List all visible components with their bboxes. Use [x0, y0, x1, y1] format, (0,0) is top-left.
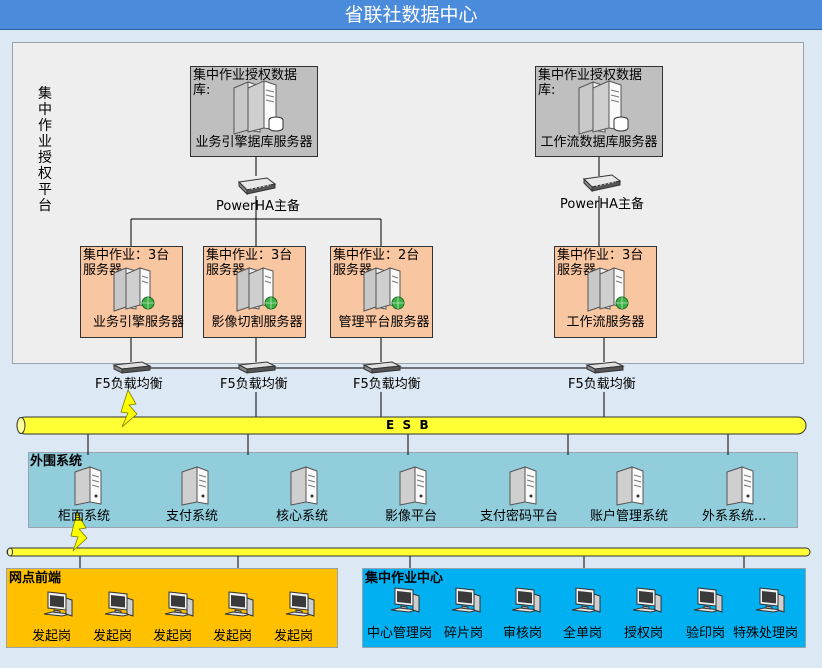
f5-label-1: F5负载均衡 [95, 377, 163, 392]
workstation-icon [161, 590, 195, 628]
lan-bar [6, 547, 811, 557]
page-title: 省联社数据中心 [0, 0, 822, 30]
switch-icon [582, 173, 622, 197]
workstation-icon [40, 590, 74, 628]
branch-title: 网点前端 [9, 571, 62, 586]
db-left-title: 集中作业授权数据 库: [193, 68, 298, 98]
powerha-right-label: PowerHA主备 [560, 197, 644, 212]
f5-label-4: F5负载均衡 [568, 377, 636, 392]
server-caption-image: 影像切割服务器 [211, 315, 303, 330]
app-server-icon [360, 265, 412, 317]
database-server-icon [575, 80, 633, 140]
workstation-icon [568, 586, 602, 624]
system-server-icon [288, 466, 320, 510]
switch-icon [237, 176, 277, 200]
system-server-icon [397, 466, 429, 510]
app-server-icon [233, 265, 285, 317]
platform-label: 集 中 作 业 授 权 平 台 [38, 86, 52, 214]
branch-post-label: 发起岗 [93, 629, 133, 644]
center-post-label: 全单岗 [563, 626, 603, 641]
system-label-paycode: 支付密码平台 [480, 509, 559, 524]
server-caption-workflow: 工作流服务器 [566, 315, 645, 330]
system-label-payment: 支付系统 [166, 509, 219, 524]
system-server-icon [179, 466, 211, 510]
f5-label-3: F5负载均衡 [353, 377, 421, 392]
workstation-icon [508, 586, 542, 624]
lightning-icon [120, 389, 138, 428]
workstation-icon [448, 586, 482, 624]
peripheral-title: 外围系统 [30, 454, 83, 469]
branch-post-label: 发起岗 [153, 629, 193, 644]
system-server-icon [72, 466, 104, 510]
load-balancer-icon [112, 360, 152, 379]
workstation-icon [221, 590, 255, 628]
server-caption-mgmt: 管理平台服务器 [338, 315, 430, 330]
workstation-icon [752, 586, 786, 624]
system-label-account: 账户管理系统 [590, 509, 669, 524]
server-caption-engine: 业务引擎服务器 [92, 315, 184, 330]
branch-post-label: 发起岗 [274, 629, 314, 644]
center-post-label: 授权岗 [624, 626, 664, 641]
center-title: 集中作业中心 [365, 571, 444, 586]
f5-label-2: F5负载均衡 [220, 377, 288, 392]
db-left-caption: 业务引擎据库服务器 [195, 135, 313, 150]
center-post-label: 验印岗 [686, 626, 726, 641]
branch-post-label: 发起岗 [32, 629, 72, 644]
workstation-icon [629, 586, 663, 624]
center-post-label: 碎片岗 [444, 626, 484, 641]
center-post-label: 特殊处理岗 [733, 626, 799, 641]
system-server-icon [507, 466, 539, 510]
db-left-box: 集中作业授权数据 库: [190, 66, 318, 157]
load-balancer-icon [362, 360, 402, 379]
system-server-icon [724, 466, 756, 510]
workstation-icon [690, 586, 724, 624]
load-balancer-icon [585, 360, 625, 379]
db-right-caption: 工作流数据库服务器 [540, 135, 658, 150]
system-server-icon [614, 466, 646, 510]
workstation-icon [387, 586, 421, 624]
center-post-label: 审核岗 [503, 626, 543, 641]
system-label-counter: 柜面系统 [58, 509, 111, 524]
workstation-icon [101, 590, 135, 628]
load-balancer-icon [237, 360, 277, 379]
esb-label: E S B [386, 418, 429, 432]
database-server-icon [230, 80, 288, 140]
app-server-icon [584, 265, 636, 317]
branch-post-label: 发起岗 [213, 629, 253, 644]
app-server-icon [110, 265, 162, 317]
center-post-label: 中心管理岗 [367, 626, 433, 641]
system-label-image: 影像平台 [385, 509, 438, 524]
powerha-left-label: PowerHA主备 [216, 199, 300, 214]
system-label-external: 外系系统... [702, 509, 767, 524]
system-label-core: 核心系统 [276, 509, 329, 524]
db-right-title: 集中作业授权数据 库: [538, 68, 643, 98]
workstation-icon [282, 590, 316, 628]
